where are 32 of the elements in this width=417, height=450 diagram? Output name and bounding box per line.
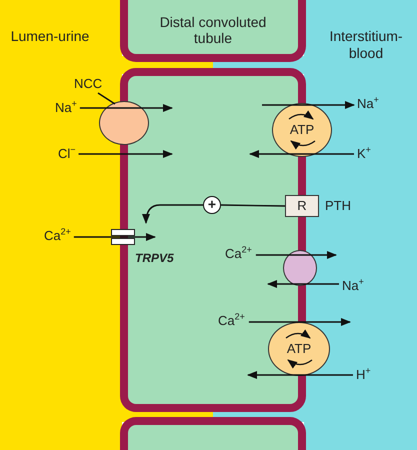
arrow (267, 280, 339, 288)
tubule-cell (120, 0, 306, 62)
arrow (248, 318, 351, 326)
arrow (249, 150, 354, 158)
receptor-box: R (285, 195, 319, 217)
lumen-region (0, 0, 122, 450)
ion-label: Ca$^{2+}$ (225, 246, 252, 262)
ion-label: NCC (74, 76, 102, 92)
pump-label: ATP (288, 122, 316, 137)
arrow (74, 233, 156, 241)
ion-label: Na$^{+}$ (342, 278, 364, 294)
ion-label: Ca$^{2+}$ (218, 313, 245, 329)
arrow (80, 104, 173, 112)
hormone-label: PTH (325, 198, 351, 214)
ion-label: K$^{+}$ (357, 146, 371, 162)
channel-label: TRPV5 (135, 250, 174, 266)
ion-label: Cl$^{−}$ (58, 146, 76, 162)
region-label: Lumen-urine (10, 28, 90, 45)
arrow (78, 150, 173, 158)
ion-label: Na$^{+}$ (357, 96, 379, 112)
ion-label: H$^{+}$ (356, 367, 371, 383)
signal-line (220, 204, 286, 207)
arrow (256, 251, 337, 259)
leader-line (98, 92, 116, 105)
structure-label: Distal convoluted tubule (158, 14, 268, 46)
arrow (142, 204, 203, 224)
ion-label: Na$^{+}$ (55, 100, 77, 116)
pump-label: ATP (286, 341, 312, 356)
arrow (247, 371, 353, 379)
arrow (262, 101, 355, 109)
region-label: Interstitium-blood (328, 28, 404, 62)
ion-label: Ca$^{2+}$ (44, 228, 71, 244)
